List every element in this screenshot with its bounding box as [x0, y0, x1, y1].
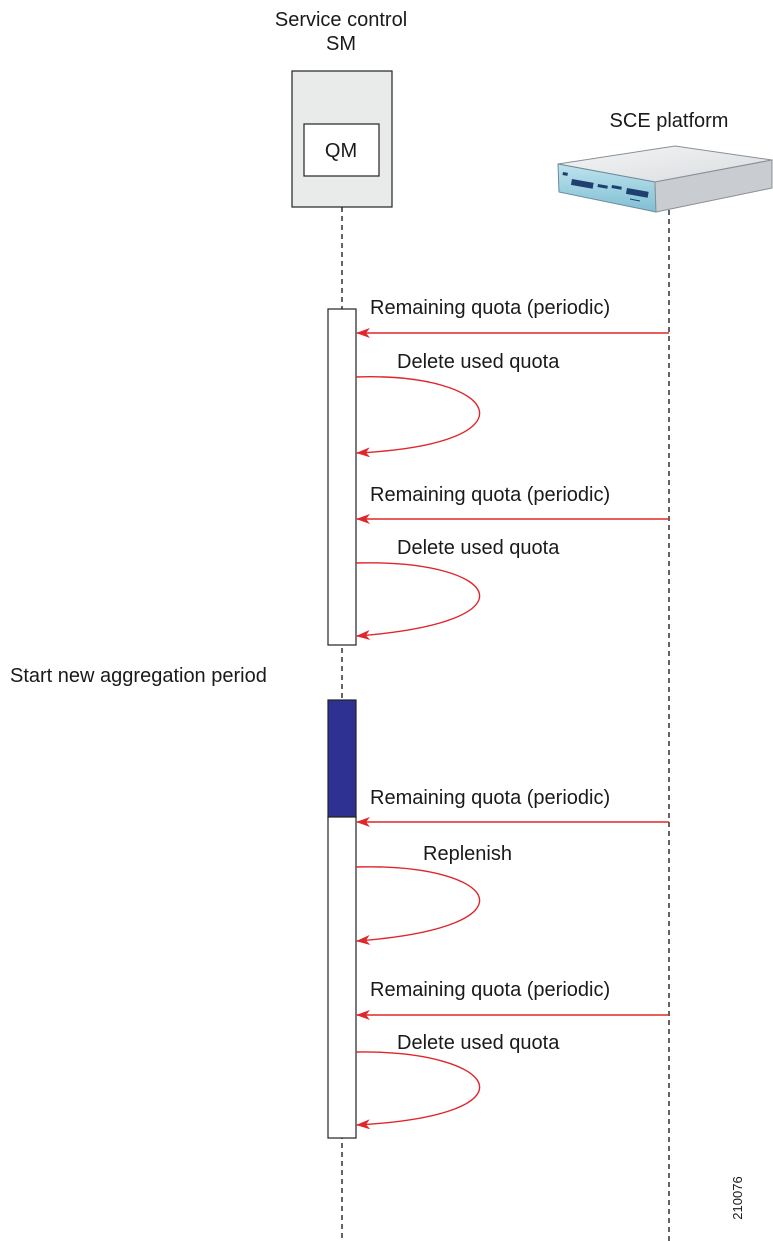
figure-id: 210076 — [730, 1176, 745, 1219]
event-label: Start new aggregation period — [10, 665, 267, 687]
self-message-label: Delete used quota — [397, 351, 560, 373]
self-message-label: Replenish — [423, 843, 512, 865]
self-message-label: Delete used quota — [397, 537, 560, 559]
message-label: Remaining quota (periodic) — [370, 297, 610, 319]
aggregation-period-block — [327, 699, 357, 818]
message-label: Remaining quota (periodic) — [370, 787, 610, 809]
sce-participant: SCE platform — [557, 110, 773, 213]
message-label: Remaining quota (periodic) — [370, 484, 610, 506]
sm-participant: Service control SM QM — [275, 9, 407, 208]
sce-device-icon — [557, 145, 773, 213]
sce-title: SCE platform — [610, 110, 729, 132]
self-message-arrow — [355, 1051, 481, 1130]
qm-label: QM — [325, 140, 357, 162]
self-message-arrow — [355, 562, 481, 640]
self-message-arrow — [355, 866, 481, 945]
sm-title-line1: Service control — [275, 9, 407, 31]
self-message-label: Delete used quota — [397, 1032, 560, 1054]
sm-activation-bar-1 — [327, 308, 357, 646]
sm-activation-bar-2 — [327, 816, 357, 1139]
qm-box — [303, 123, 380, 177]
sm-title-line2: SM — [326, 33, 356, 55]
self-message-arrow — [355, 376, 481, 458]
message-label: Remaining quota (periodic) — [370, 979, 610, 1001]
